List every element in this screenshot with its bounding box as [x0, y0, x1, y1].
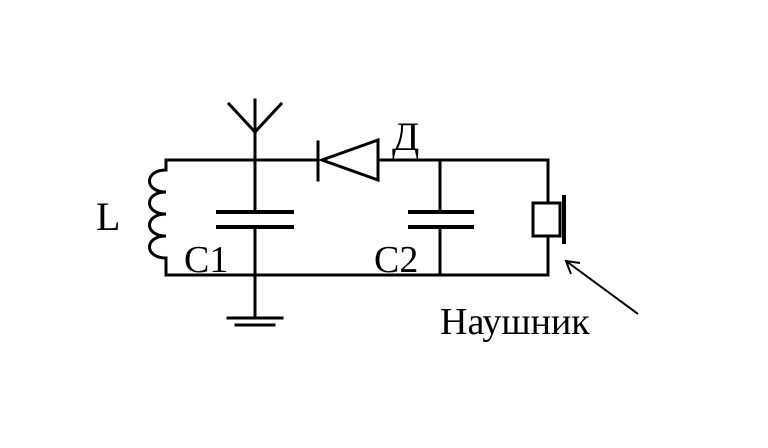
- headphone-symbol: [531, 158, 566, 277]
- inductor-coil-symbol: [148, 158, 168, 277]
- antenna-symbol: [226, 98, 284, 162]
- capacitor-c1-label: C1: [184, 239, 228, 281]
- diode-label: Д: [392, 114, 419, 159]
- diode-symbol: [316, 137, 380, 183]
- capacitor-c2-symbol: [408, 158, 474, 277]
- headphone-pointer-arrow: [564, 259, 639, 315]
- capacitor-c1-symbol: [216, 158, 294, 277]
- ground-symbol: [226, 273, 284, 327]
- capacitor-c2-label: C2: [374, 239, 418, 281]
- inductor-label: L: [96, 194, 120, 239]
- headphone-label: Наушник: [440, 301, 590, 343]
